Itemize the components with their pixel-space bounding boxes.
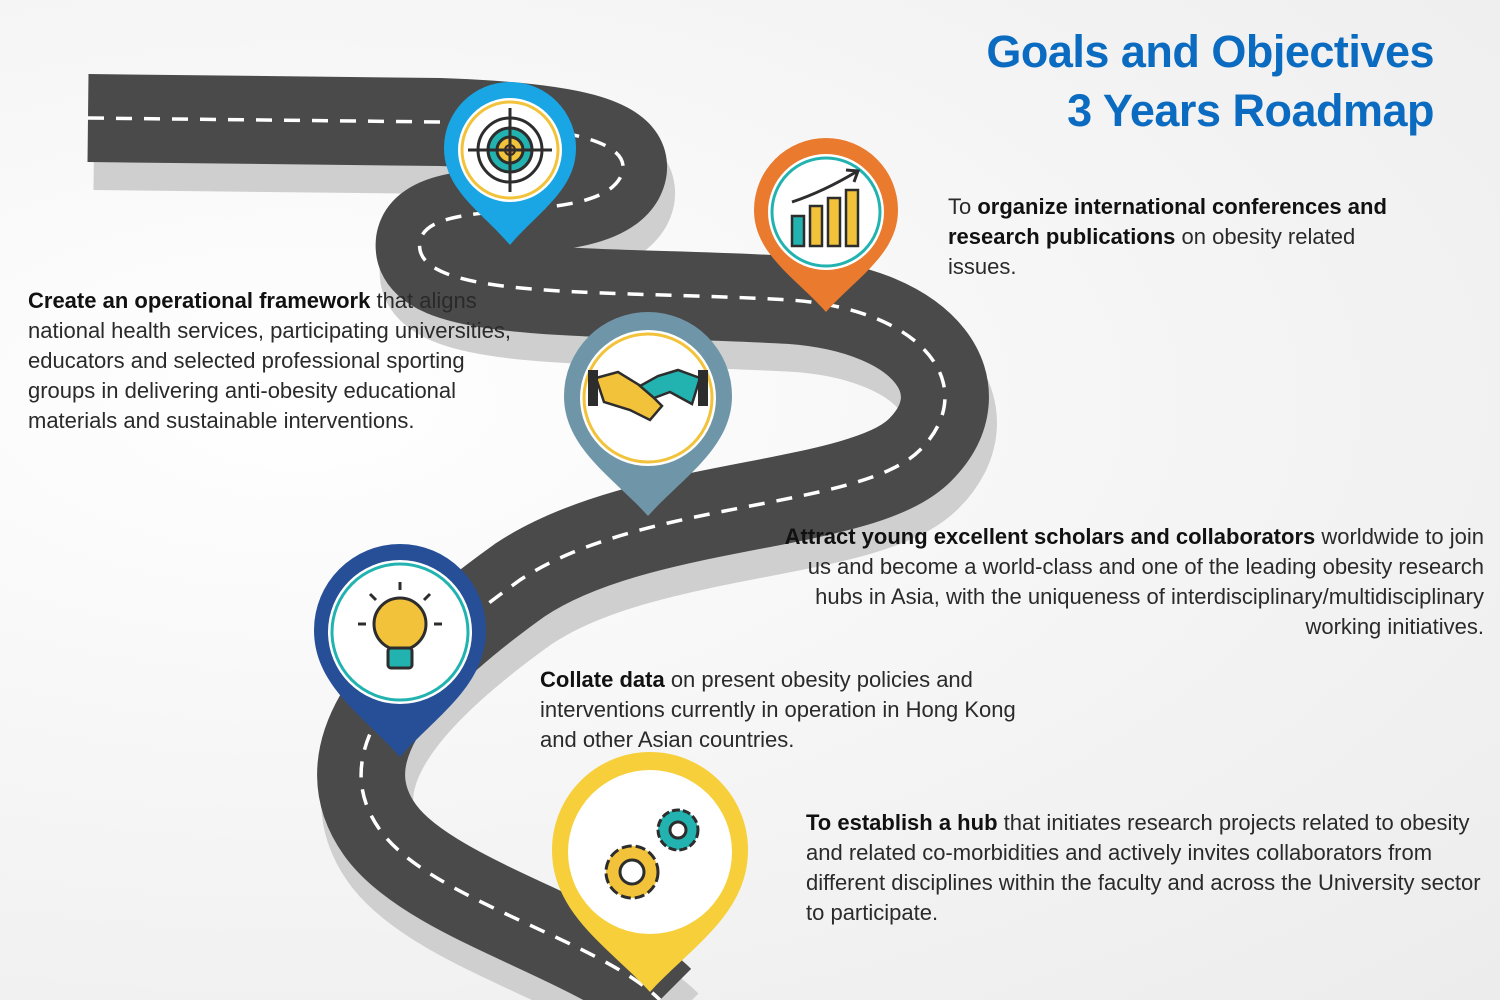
milestone-3-text: Attract young excellent scholars and col… [784, 522, 1484, 642]
milestone-4-bold: Collate data [540, 667, 665, 692]
lightbulb-icon [358, 582, 442, 670]
milestone-1-bold: Create an operational framework [28, 288, 371, 313]
milestone-4-rest: on present obesity policies and interven… [540, 667, 1016, 752]
page-title: Goals and Objectives 3 Years Roadmap [986, 22, 1434, 140]
milestone-5-rest: that initiates research projects related… [806, 810, 1481, 925]
milestone-5-text: To establish a hub that initiates resear… [806, 808, 1486, 928]
milestone-3-bold: Attract young excellent scholars and col… [784, 524, 1316, 549]
target-icon [468, 108, 552, 192]
growth-chart-icon [790, 168, 861, 248]
title-line-1: Goals and Objectives [986, 26, 1434, 77]
pin-gears [552, 752, 748, 992]
handshake-icon [588, 368, 708, 422]
milestone-2-rest: on obesity related issues. [948, 224, 1356, 279]
milestone-2-bold: organize international conferences and r… [948, 194, 1387, 249]
lane-marking [87, 116, 947, 1000]
pin-target [444, 82, 576, 245]
pin-lightbulb [314, 544, 486, 757]
milestone-1-rest: that aligns national health services, pa… [28, 288, 512, 433]
milestone-2-text: To organize international conferences an… [948, 192, 1408, 282]
milestone-3-rest: worldwide to join us and become a world-… [807, 524, 1484, 639]
pin-growth-chart [754, 138, 898, 312]
pin-handshake [564, 312, 732, 516]
milestone-4-text: Collate data on present obesity policies… [540, 665, 1040, 755]
title-line-2: 3 Years Roadmap [1067, 85, 1434, 136]
milestone-5-bold: To establish a hub [806, 810, 998, 835]
milestone-1-text: Create an operational framework that ali… [28, 286, 518, 436]
milestone-2-pre: To [948, 194, 978, 219]
gears-icon [604, 808, 700, 900]
